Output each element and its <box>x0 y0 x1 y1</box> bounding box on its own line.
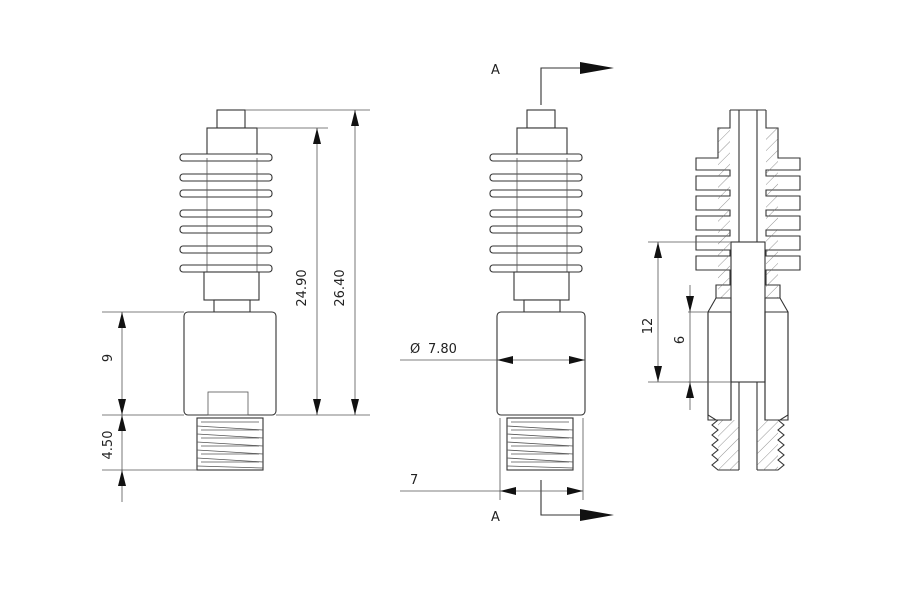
section-marker-bottom: A <box>491 480 614 525</box>
dim-body-diameter-label: 7.80 <box>428 342 457 357</box>
dim-bore-inner-label: 6 <box>673 336 688 344</box>
dim-upper-length: 24.90 <box>257 127 370 416</box>
left-body <box>183 311 277 416</box>
middle-body <box>496 311 586 416</box>
dim-thread-length-label: 4.50 <box>101 431 116 460</box>
left-view: 9 4.50 24.90 26.40 <box>101 109 370 502</box>
middle-fins <box>489 153 583 273</box>
section-insert <box>730 241 766 383</box>
section-label-bottom: A <box>491 510 500 525</box>
section-view: 12 6 <box>641 109 801 471</box>
left-tip <box>216 109 246 129</box>
dim-bore-inner: 6 <box>673 285 708 410</box>
dim-body-height-label: 9 <box>101 354 116 362</box>
dim-thread-width-label: 7 <box>410 473 418 488</box>
dim-total-length: 26.40 <box>245 109 370 415</box>
dim-thread-length: 4.50 <box>101 415 197 502</box>
section-thread <box>711 419 739 471</box>
middle-thread <box>506 417 574 471</box>
dim-body-height: 9 <box>101 311 184 416</box>
left-fins <box>179 153 273 273</box>
left-neck <box>203 271 260 301</box>
dim-bore-length: 12 <box>641 241 731 383</box>
section-body <box>707 297 732 421</box>
dim-bore-length-label: 12 <box>641 318 656 335</box>
dim-thread-width: 7 <box>400 418 584 500</box>
left-tip-collar <box>206 127 258 159</box>
dim-body-diameter: Ø 7.80 <box>400 342 585 364</box>
dim-upper-length-label: 24.90 <box>295 269 310 306</box>
left-thread <box>196 417 264 471</box>
middle-view: A A Ø 7.80 7 <box>400 62 614 525</box>
dim-diameter-symbol: Ø <box>410 342 420 357</box>
dim-total-length-label: 26.40 <box>333 269 348 306</box>
section-marker-top: A <box>491 62 614 105</box>
section-label-top: A <box>491 63 500 78</box>
